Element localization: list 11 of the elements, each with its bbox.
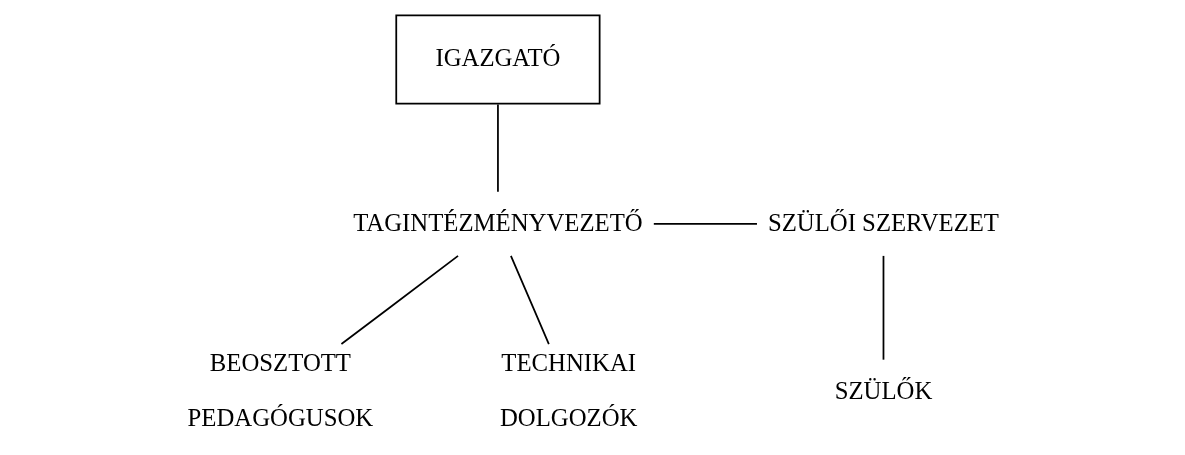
node-text: BEOSZTOTT PEDAGÓGUSOK (187, 349, 373, 431)
connector (509, 255, 550, 345)
connector (882, 255, 884, 361)
connector (496, 103, 499, 193)
node-text: TECHNIKAI DOLGOZÓK (499, 349, 637, 431)
node-text: TAGINTÉZMÉNYVEZETŐ (352, 208, 643, 236)
node-box: IGAZGATÓ (394, 14, 600, 105)
connector (652, 223, 758, 225)
node-text: SZÜLŐK (834, 376, 932, 404)
node-text: SZÜLŐI SZERVEZET (767, 208, 999, 236)
connector (340, 255, 459, 345)
